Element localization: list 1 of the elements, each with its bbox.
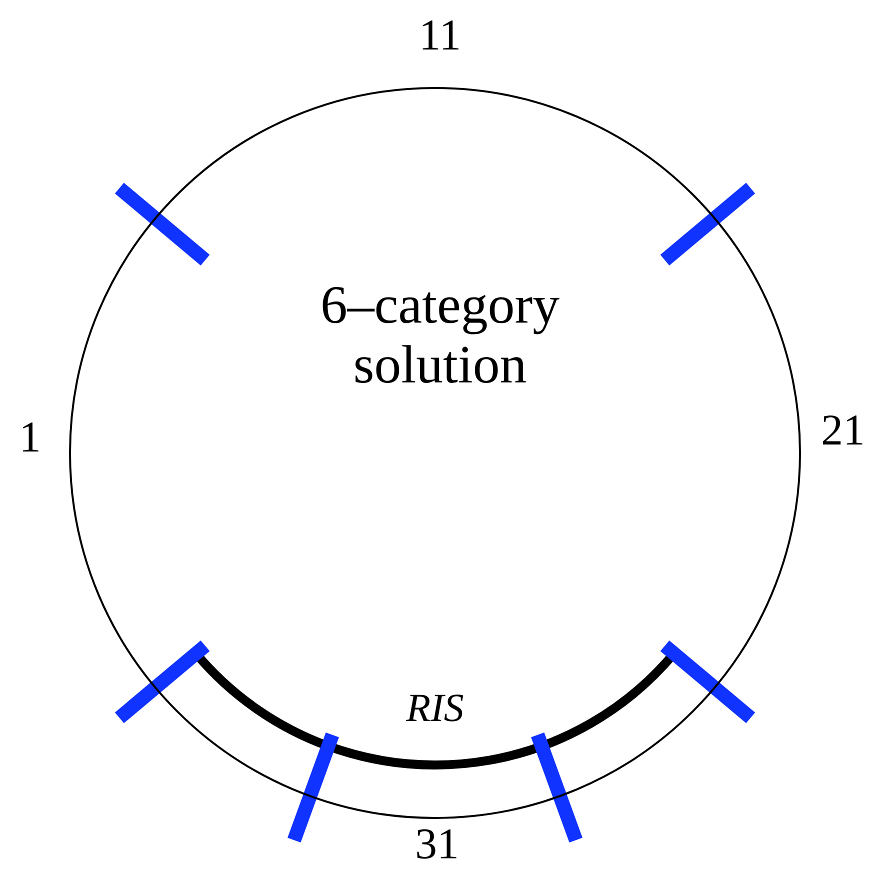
axis-label: RIS xyxy=(406,694,464,722)
